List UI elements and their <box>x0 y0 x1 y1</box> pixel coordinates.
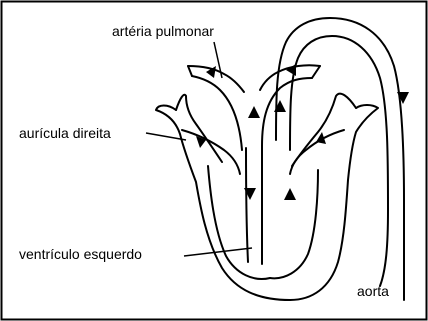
heart-outline <box>156 105 378 300</box>
label-right-atrium: aurícula direita <box>19 125 111 141</box>
flow-arrow-icon <box>286 64 296 76</box>
label-aorta: aorta <box>357 283 389 299</box>
pulmonary-branch-end-left <box>188 66 192 76</box>
right-atrium-flap <box>176 95 222 162</box>
left-ventricle-inner-wall <box>208 166 270 279</box>
pulmonary-branch-end-right <box>312 66 320 78</box>
label-pulmonary-artery: artéria pulmonar <box>112 23 214 39</box>
leader-left-ventricle <box>184 248 252 256</box>
flow-arrow-icon <box>248 106 260 118</box>
right-ventricle-inner-wall <box>270 170 318 278</box>
septum-left <box>246 148 248 262</box>
aorta-inner <box>290 36 388 286</box>
left-atrium-inner <box>290 130 344 174</box>
label-left-ventricle: ventrículo esquerdo <box>19 246 142 262</box>
pulmonary-artery-right <box>262 78 312 146</box>
flow-arrow-icon <box>284 188 296 200</box>
leader-pulmonary-artery <box>214 42 222 78</box>
left-atrium-flap <box>292 94 356 166</box>
pulmonary-branch-left <box>188 66 244 92</box>
